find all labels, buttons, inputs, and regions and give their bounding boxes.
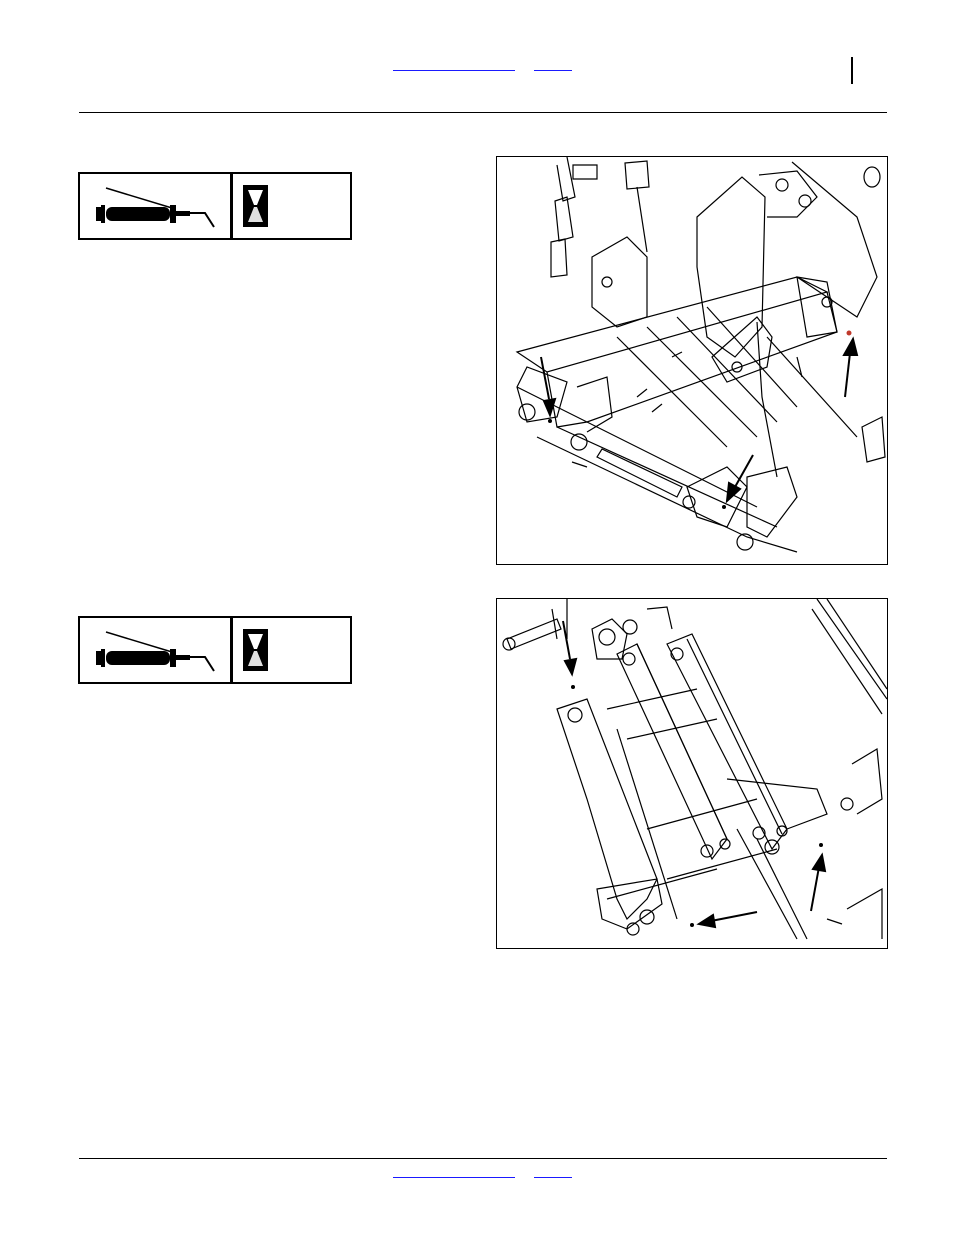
lubrication-interval-box-2 [78,616,352,684]
hourglass-icon [243,185,268,227]
figure-1-drawing [497,157,887,564]
header-link-secondary[interactable] [534,57,572,71]
header-link-primary[interactable] [393,57,515,71]
figure-2-drawing [497,599,887,948]
footer-link-secondary[interactable] [534,1164,572,1178]
figure-1-hitch-diagram [496,156,888,565]
header-page-marker [851,57,853,84]
header-rule [79,112,887,113]
figure-2-hitch-diagram [496,598,888,949]
hourglass-icon [243,629,268,671]
footer-link-primary[interactable] [393,1164,515,1178]
grease-gun-icon [94,182,224,232]
grease-gun-icon [94,626,224,676]
footer-rule [79,1158,887,1159]
lubrication-interval-box-1 [78,172,352,240]
